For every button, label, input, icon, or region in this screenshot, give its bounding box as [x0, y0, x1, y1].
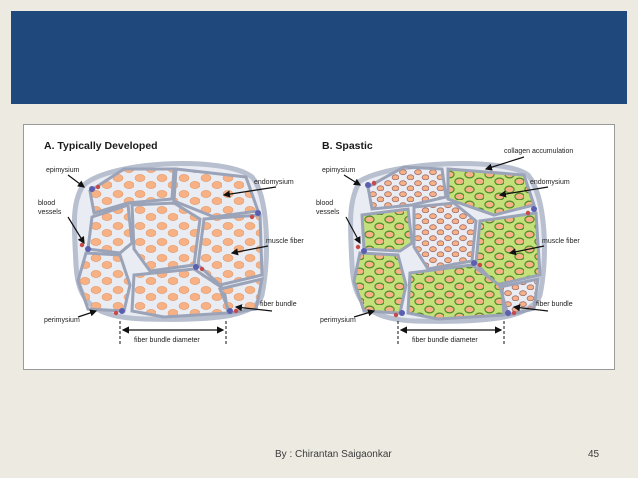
panel-b-label-muscle-fiber: muscle fiber — [542, 238, 580, 245]
panel-a-label-muscle-fiber: muscle fiber — [266, 238, 304, 245]
panel-a-label-epimysium: epimysium — [46, 167, 80, 174]
panel-b-label-epimysium: epimysium — [322, 167, 356, 174]
panel-b-label-fiber-bundle-diameter: fiber bundle diameter — [412, 337, 478, 344]
panel-a-arrow-epimysium — [68, 175, 84, 187]
panel-b-label-vessels: vessels — [316, 209, 340, 216]
panel-b-label-perimysium: perimysium — [320, 317, 356, 324]
panel-b-label-fiber-bundle: fiber bundle — [536, 301, 573, 308]
panel-a-arrow-perimysium — [78, 311, 96, 317]
panel-b-label-collagen-accumulation: collagen accumulation — [504, 148, 573, 155]
muscle-diagram-figure: A. Typically Developed — [23, 124, 615, 370]
panel-a-label-vessels: vessels — [38, 209, 62, 216]
panel-a-label-endomysium: endomysium — [254, 179, 294, 186]
panel-b-label-blood: blood — [316, 200, 333, 207]
panel-b-title: B. Spastic — [322, 140, 373, 152]
page-number: 45 — [588, 449, 599, 460]
panel-b-muscle-cross-section — [350, 164, 544, 322]
panel-a-label-fiber-bundle-diameter: fiber bundle diameter — [134, 337, 200, 344]
panel-a-title: A. Typically Developed — [44, 140, 158, 152]
panel-a-label-fiber-bundle: fiber bundle — [260, 301, 297, 308]
footer-author: By : Chirantan Saigaonkar — [275, 449, 392, 460]
panel-a-label-blood: blood — [38, 200, 55, 207]
muscle-diagram-svg: A. Typically Developed — [24, 125, 616, 371]
panel-a-muscle-cross-section — [74, 164, 266, 320]
panel-a-label-perimysium: perimysium — [44, 317, 80, 324]
slide-title-bar — [11, 11, 627, 104]
panel-b-arrow-epimysium — [344, 175, 360, 185]
panel-b-label-endomysium: endomysium — [530, 179, 570, 186]
